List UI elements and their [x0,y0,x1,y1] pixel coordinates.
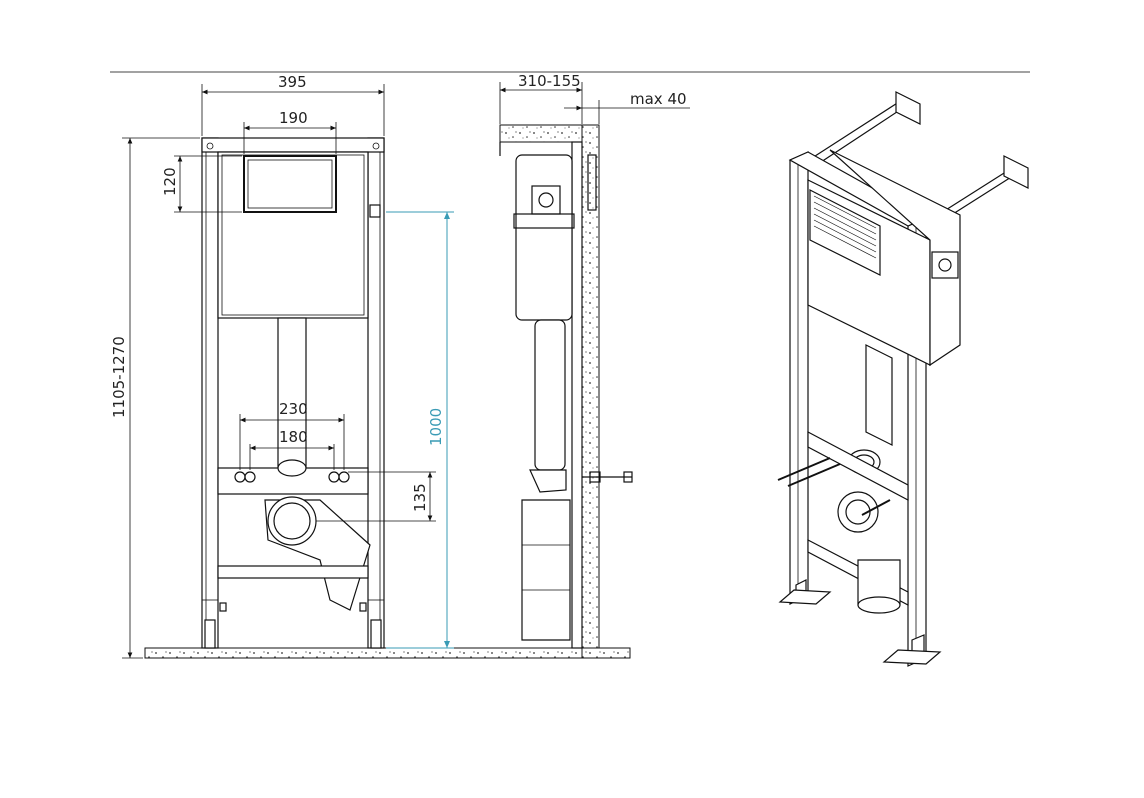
side-view: 310-155 max 40 [499,72,690,659]
dim-max-wall: max 40 [630,90,687,108]
dim-cistern-height: 1000 [427,408,445,446]
dim-outer-connection: 230 [279,400,308,418]
dim-total-height: 1105-1270 [110,336,128,418]
dim-flush-plate-height: 120 [161,167,179,196]
isometric-view [777,91,1029,667]
front-floor [144,647,583,659]
dim-width-total: 395 [278,73,307,91]
dim-flush-plate-width: 190 [279,109,308,127]
dim-depth: 310-155 [518,72,581,90]
dim-inner-connection: 180 [279,428,308,446]
dim-connection-height: 135 [411,483,429,512]
front-view: 395 190 120 1105-1270 230 180 135 [110,73,583,659]
